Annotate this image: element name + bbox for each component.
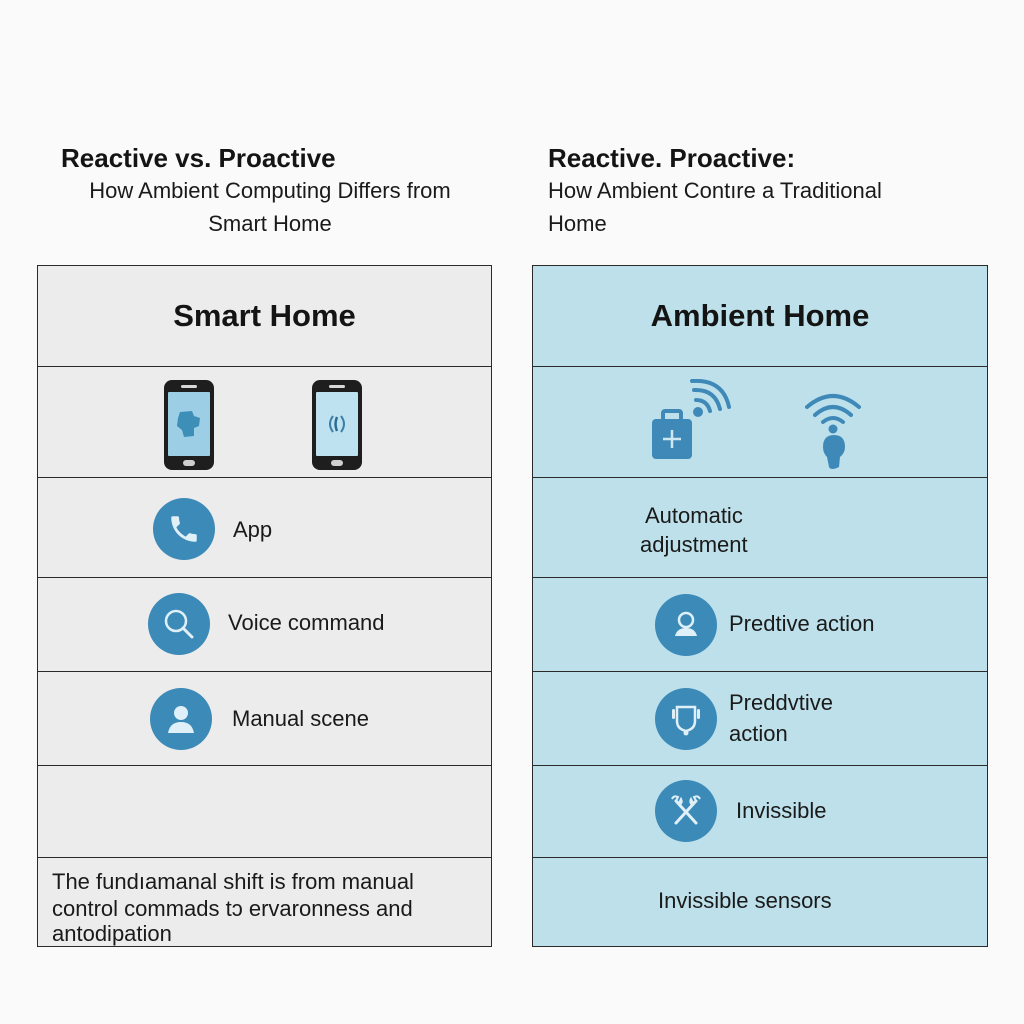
left-title-block: Reactive vs. Proactive How Ambient Compu… — [40, 142, 500, 240]
left-subtitle-line1: How Ambient Computing Differs from — [89, 178, 451, 203]
left-subtitle-line2: Smart Home — [208, 211, 332, 236]
right-title: Reactive. Proactive: — [548, 143, 796, 173]
smart-home-row-voice: Voice command — [38, 578, 491, 672]
ambient-home-panel: Ambient Home Automatic adjustment Predt — [532, 265, 988, 947]
ambient-home-row-label-line1: Automatic — [645, 503, 743, 528]
device-icon — [655, 688, 717, 750]
ambient-home-row-invisible: Invissible — [533, 766, 987, 858]
smart-home-footer-line1: The fundıamanal shift is from manual — [52, 869, 414, 894]
ambient-home-row-label-line2: action — [729, 721, 788, 746]
smart-home-header-row: Smart Home — [38, 266, 491, 367]
smart-home-icons-row — [38, 367, 491, 478]
ambient-home-row-label: Invissible — [736, 798, 827, 823]
smart-home-row-manual: Manual scene — [38, 672, 491, 766]
right-subtitle-line2: Home — [548, 211, 607, 236]
smart-home-row-label: Voice command — [228, 610, 385, 635]
wifi-head-icon — [805, 394, 861, 469]
search-icon — [148, 593, 210, 655]
ambient-home-row-label: Predtive action — [729, 611, 875, 636]
smart-home-footer-row: The fundıamanal shift is from manual con… — [38, 858, 491, 946]
smart-home-footer-line3: antodipation — [52, 921, 172, 946]
smartphone-app-icon — [164, 380, 214, 470]
ambient-home-footer: Invissible sensors — [658, 888, 832, 913]
ambient-home-row-automatic: Automatic adjustment — [533, 478, 987, 578]
smart-home-row-empty — [38, 766, 491, 858]
ambient-home-row-label-line2: adjustment — [640, 532, 748, 557]
smart-home-panel: Smart Home App — [37, 265, 492, 947]
phone-icon — [153, 498, 215, 560]
user-icon — [655, 594, 717, 656]
tools-icon — [655, 780, 717, 842]
right-title-block: Reactive. Proactive: How Ambient Contıre… — [548, 142, 988, 240]
smart-home-row-label: Manual scene — [232, 706, 369, 731]
person-icon — [150, 688, 212, 750]
smart-home-header: Smart Home — [173, 298, 356, 333]
ambient-home-header: Ambient Home — [650, 298, 870, 333]
smart-home-row-app: App — [38, 478, 491, 578]
smart-home-footer-line2: control commads tɔ ervaronness and — [52, 896, 413, 921]
ambient-home-row-label-line1: Preddvtive — [729, 690, 833, 715]
right-subtitle-line1: How Ambient Contıre a Traditional — [548, 178, 882, 203]
ambient-home-row-predictive-2: Preddvtive action — [533, 672, 987, 766]
ambient-home-header-row: Ambient Home — [533, 266, 987, 367]
wifi-medical-kit-icon — [652, 379, 731, 459]
ambient-home-footer-row: Invissible sensors — [533, 858, 987, 946]
left-title: Reactive vs. Proactive — [61, 143, 336, 173]
smart-home-row-label: App — [233, 517, 273, 542]
ambient-home-row-predictive: Predtive action — [533, 578, 987, 672]
smartphone-voice-wave-icon — [312, 380, 362, 470]
ambient-home-icons-row — [533, 367, 987, 478]
